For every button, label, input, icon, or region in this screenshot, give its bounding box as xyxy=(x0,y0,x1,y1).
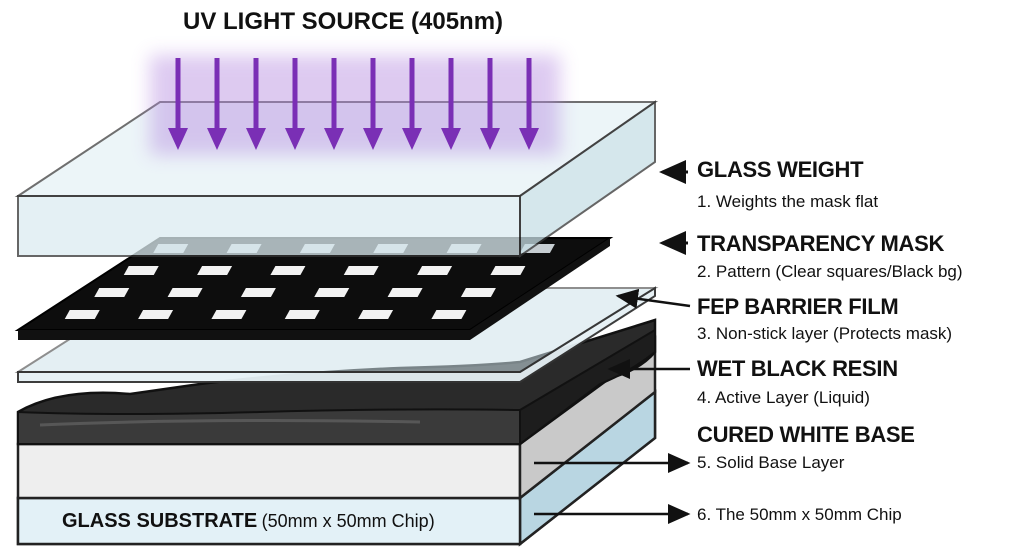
uv-arrow-head xyxy=(246,128,266,150)
mask-clear-square xyxy=(270,266,306,275)
mask-clear-square xyxy=(138,310,174,319)
fep-barrier-note: 3. Non-stick layer (Protects mask) xyxy=(697,324,953,343)
mask-clear-square xyxy=(314,288,350,297)
mask-clear-square xyxy=(387,288,423,297)
glass-substrate-block xyxy=(16,389,657,547)
uv-arrow-head xyxy=(402,128,422,150)
glass-substrate-name: GLASS SUBSTRATE xyxy=(62,510,258,532)
mask-clear-square xyxy=(123,266,159,275)
mask-clear-square xyxy=(94,288,130,297)
uv-light-arrows xyxy=(150,55,560,155)
mask-clear-square xyxy=(343,266,379,275)
uv-arrow-head xyxy=(441,128,461,150)
mask-clear-square xyxy=(240,288,276,297)
cured-base-note: 5. Solid Base Layer xyxy=(697,453,845,472)
glass-substrate-label: GLASS SUBSTRATE (50mm x 50mm Chip) xyxy=(62,510,435,533)
mask-clear-square xyxy=(64,310,100,319)
substrate-note: 6. The 50mm x 50mm Chip xyxy=(697,505,902,524)
mask-clear-square xyxy=(358,310,394,319)
glass-substrate-size: (50mm x 50mm Chip) xyxy=(261,511,435,531)
transparency-mask-label: TRANSPARENCY MASK xyxy=(697,231,945,256)
fep-film-pointer xyxy=(615,288,691,309)
pointer-arrows xyxy=(534,160,691,524)
mask-clear-square xyxy=(211,310,247,319)
mask-clear-square xyxy=(460,288,496,297)
uv-arrow-head xyxy=(207,128,227,150)
wet-resin-note: 4. Active Layer (Liquid) xyxy=(697,388,870,407)
mask-clear-square xyxy=(490,266,526,275)
transparency-mask-note: 2. Pattern (Clear squares/Black bg) xyxy=(697,262,963,281)
glass-weight-note: 1. Weights the mask flat xyxy=(697,192,879,211)
wet-resin-label: WET BLACK RESIN xyxy=(697,356,898,381)
uv-arrow-head xyxy=(168,128,188,150)
mask-clear-square xyxy=(417,266,453,275)
glass-weight-label: GLASS WEIGHT xyxy=(697,157,864,182)
fep-barrier-label: FEP BARRIER FILM xyxy=(697,294,899,319)
transparency-mask xyxy=(14,237,614,340)
mask-clear-square xyxy=(431,310,467,319)
cured-base-label: CURED WHITE BASE xyxy=(697,422,915,447)
uv-light-source-title: UV LIGHT SOURCE (405nm) xyxy=(183,8,504,35)
uv-arrow-head xyxy=(480,128,500,150)
mask-clear-square xyxy=(197,266,233,275)
uv-arrow-head xyxy=(324,128,344,150)
uv-arrow-head xyxy=(363,128,383,150)
mask-clear-square xyxy=(167,288,203,297)
mask-clear-square xyxy=(284,310,320,319)
uv-arrow-head xyxy=(285,128,305,150)
uv-arrow-head xyxy=(519,128,539,150)
